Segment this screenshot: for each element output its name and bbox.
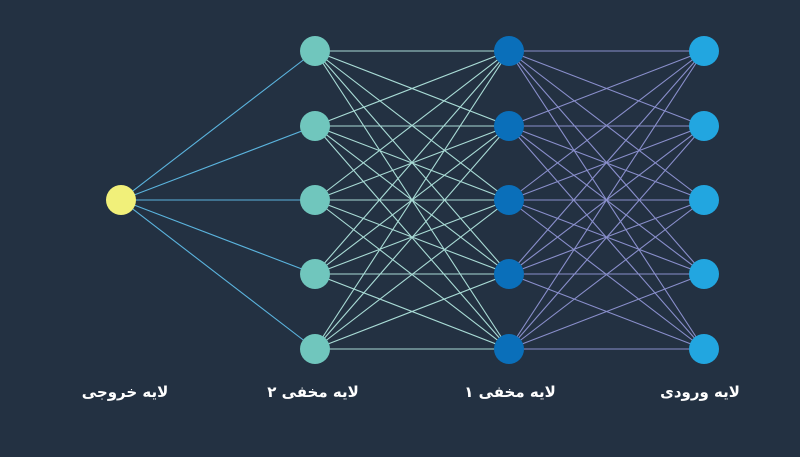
- input-node: [689, 259, 719, 289]
- input-node: [689, 111, 719, 141]
- hidden-layer-1-label: لایه مخفی ۱: [464, 383, 556, 401]
- hidden-layer-2-label: لایه مخفی ۲: [267, 383, 359, 401]
- edge-hidden1-hidden2: [314, 273, 510, 350]
- edge-input-hidden1: [508, 125, 705, 350]
- output-node: [106, 185, 136, 215]
- hidden1-node: [494, 185, 524, 215]
- edge-input-hidden1: [508, 50, 705, 350]
- edge-hidden2-output: [120, 50, 316, 201]
- edge-hidden1-hidden2: [314, 50, 510, 350]
- edge-input-hidden1: [508, 50, 705, 127]
- edge-hidden2-output: [120, 199, 316, 350]
- input-node: [689, 334, 719, 364]
- edge-hidden2-output: [120, 199, 316, 275]
- hidden2-node: [300, 185, 330, 215]
- edge-hidden1-hidden2: [314, 50, 510, 127]
- input-layer-label: لایه ورودی: [660, 383, 740, 401]
- edge-input-hidden1: [508, 50, 705, 275]
- edge-hidden1-hidden2: [314, 50, 510, 275]
- edge-hidden1-hidden2: [314, 50, 510, 201]
- hidden2-node: [300, 36, 330, 66]
- hidden1-node: [494, 259, 524, 289]
- edge-hidden1-hidden2: [314, 125, 510, 350]
- hidden1-node: [494, 334, 524, 364]
- input-node: [689, 185, 719, 215]
- output-layer-label: لایه خروجی: [81, 383, 169, 401]
- edge-hidden2-output: [120, 125, 316, 201]
- edge-hidden1-hidden2: [314, 199, 510, 350]
- hidden2-node: [300, 259, 330, 289]
- neurons: [106, 36, 719, 364]
- hidden2-node: [300, 111, 330, 141]
- edge-input-hidden1: [508, 273, 705, 350]
- connections: [120, 50, 705, 350]
- edge-input-hidden1: [508, 50, 705, 201]
- hidden2-node: [300, 334, 330, 364]
- edge-input-hidden1: [508, 199, 705, 350]
- hidden1-node: [494, 111, 524, 141]
- hidden1-node: [494, 36, 524, 66]
- input-node: [689, 36, 719, 66]
